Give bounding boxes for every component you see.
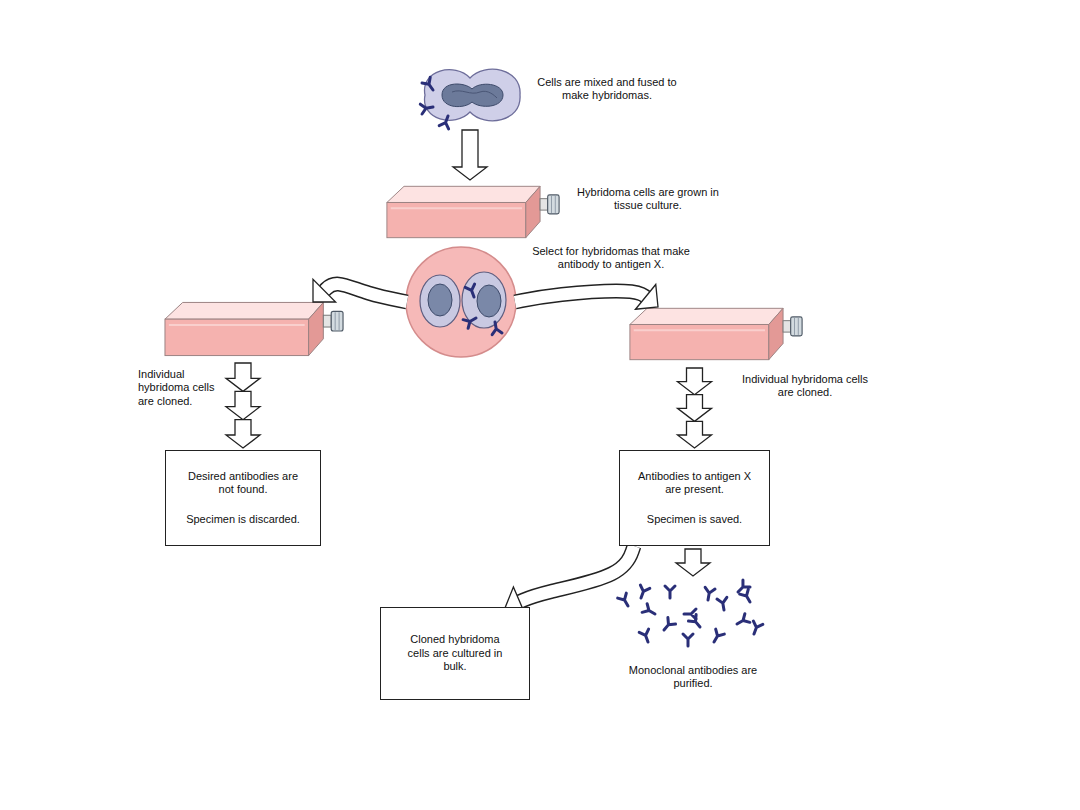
arrow-shape	[676, 549, 710, 576]
process-arrow	[505, 546, 634, 616]
box-text: Specimen is saved.	[647, 513, 742, 526]
fused-cell: Cells are mixed and fused to make hybrid…	[415, 62, 525, 127]
arrow-outline	[520, 546, 634, 602]
caption-text: Select for hybridomas that make antibody…	[525, 245, 697, 272]
result-box: Desired antibodies are not found. Specime…	[165, 450, 321, 546]
fused-cell-drawing	[420, 69, 520, 129]
box-text: Antibodies to antigen X are present.	[635, 470, 755, 497]
arrow-head	[635, 284, 658, 309]
magnified-cells: Select for hybridomas that make antibody…	[405, 247, 517, 357]
arrow-shape	[678, 368, 712, 395]
box-text: Cloned hybridoma cells are cultured in b…	[405, 633, 505, 673]
magnified-cells-drawing	[406, 247, 516, 357]
culture-flask-drawing	[165, 302, 343, 355]
culture-flask-drawing	[630, 308, 802, 359]
process-arrow	[226, 363, 260, 448]
arrow-body	[324, 284, 407, 302]
result-box: Antibodies to antigen X are present. Spec…	[619, 450, 770, 546]
culture-flask: Individual hybridoma cells are cloned.	[628, 303, 798, 365]
arrow-outline	[515, 291, 646, 302]
box-text: Specimen is discarded.	[186, 513, 300, 526]
process-arrow	[313, 279, 407, 302]
arrow-outline	[324, 284, 407, 302]
process-arrow	[453, 130, 487, 180]
culture-flask: Hybridoma cells are grown in tissue cult…	[385, 182, 555, 242]
arrow-shape	[453, 130, 487, 180]
arrow-shape	[678, 395, 712, 422]
caption-text: Individual hybridoma cells are cloned.	[138, 368, 226, 408]
process-arrow	[676, 549, 710, 576]
box-text: Desired antibodies are not found.	[183, 470, 303, 497]
culture-flask: Individual hybridoma cells are cloned.	[163, 298, 343, 360]
process-arrow	[678, 368, 712, 448]
arrow-shape	[226, 363, 260, 391]
arrow-shape	[678, 421, 712, 448]
arrow-shape	[226, 420, 260, 448]
arrow-body	[515, 291, 646, 302]
arrow-shape	[226, 391, 260, 419]
antibody-cluster: Monoclonal antibodies are purified.	[618, 578, 768, 650]
caption-text: Hybridoma cells are grown in tissue cult…	[573, 186, 723, 213]
process-arrow	[515, 284, 658, 309]
culture-flask-drawing	[387, 186, 559, 237]
arrow-head	[313, 279, 336, 302]
arrow-body	[520, 546, 634, 602]
caption-text: Cells are mixed and fused to make hybrid…	[527, 76, 687, 103]
caption-text: Monoclonal antibodies are purified.	[618, 664, 768, 691]
antibody-cluster-drawing	[618, 580, 763, 646]
result-box: Cloned hybridoma cells are cultured in b…	[380, 607, 530, 700]
caption-text: Individual hybridoma cells are cloned.	[740, 373, 870, 400]
